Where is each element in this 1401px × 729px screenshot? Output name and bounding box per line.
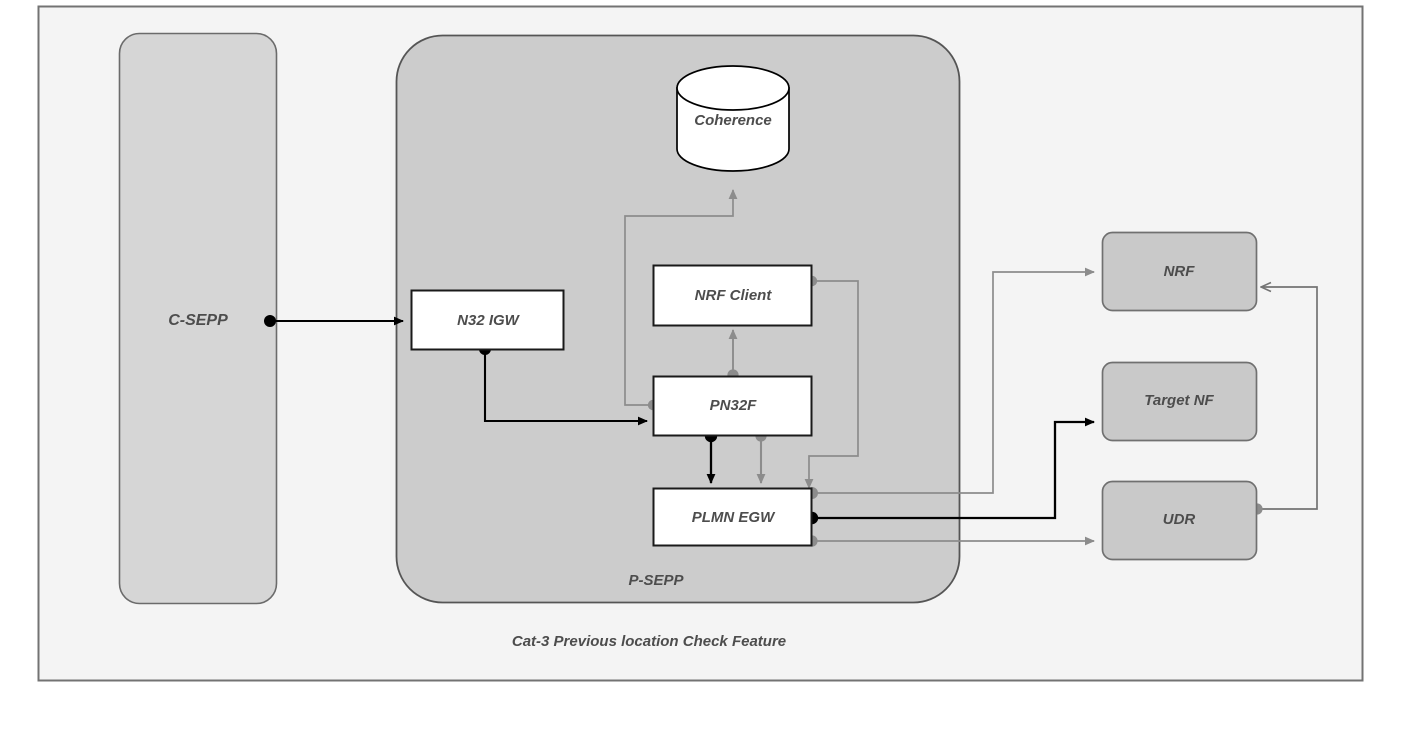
node-udr[interactable]: UDR bbox=[1101, 480, 1258, 561]
node-coherence[interactable]: Coherence bbox=[676, 65, 790, 172]
node-pn32f-label: PN32F bbox=[710, 397, 758, 414]
diagram-caption: Cat-3 Previous location Check Feature bbox=[512, 633, 786, 650]
node-pn32f[interactable]: PN32F bbox=[652, 375, 813, 437]
node-target-nf-label: Target NF bbox=[1144, 392, 1214, 409]
node-nrf-client-label: NRF Client bbox=[695, 287, 773, 304]
node-nrf-label: NRF bbox=[1164, 263, 1196, 280]
database-top-ellipse bbox=[676, 65, 790, 111]
node-plmn-egw-label: PLMN EGW bbox=[692, 509, 776, 526]
edge-c-sepp-to-n32-igw bbox=[264, 315, 404, 327]
container-c-sepp[interactable] bbox=[118, 32, 278, 605]
node-udr-label: UDR bbox=[1163, 511, 1196, 528]
node-nrf[interactable]: NRF bbox=[1101, 231, 1258, 312]
container-c-sepp-label: C-SEPP bbox=[168, 312, 228, 329]
node-n32-igw-label: N32 IGW bbox=[457, 312, 521, 329]
container-p-sepp-label: P-SEPP bbox=[628, 572, 684, 589]
node-plmn-egw[interactable]: PLMN EGW bbox=[652, 487, 813, 547]
node-target-nf[interactable]: Target NF bbox=[1101, 361, 1258, 442]
node-coherence-label: Coherence bbox=[694, 112, 772, 129]
node-nrf-client[interactable]: NRF Client bbox=[652, 264, 813, 327]
node-n32-igw[interactable]: N32 IGW bbox=[410, 289, 565, 351]
